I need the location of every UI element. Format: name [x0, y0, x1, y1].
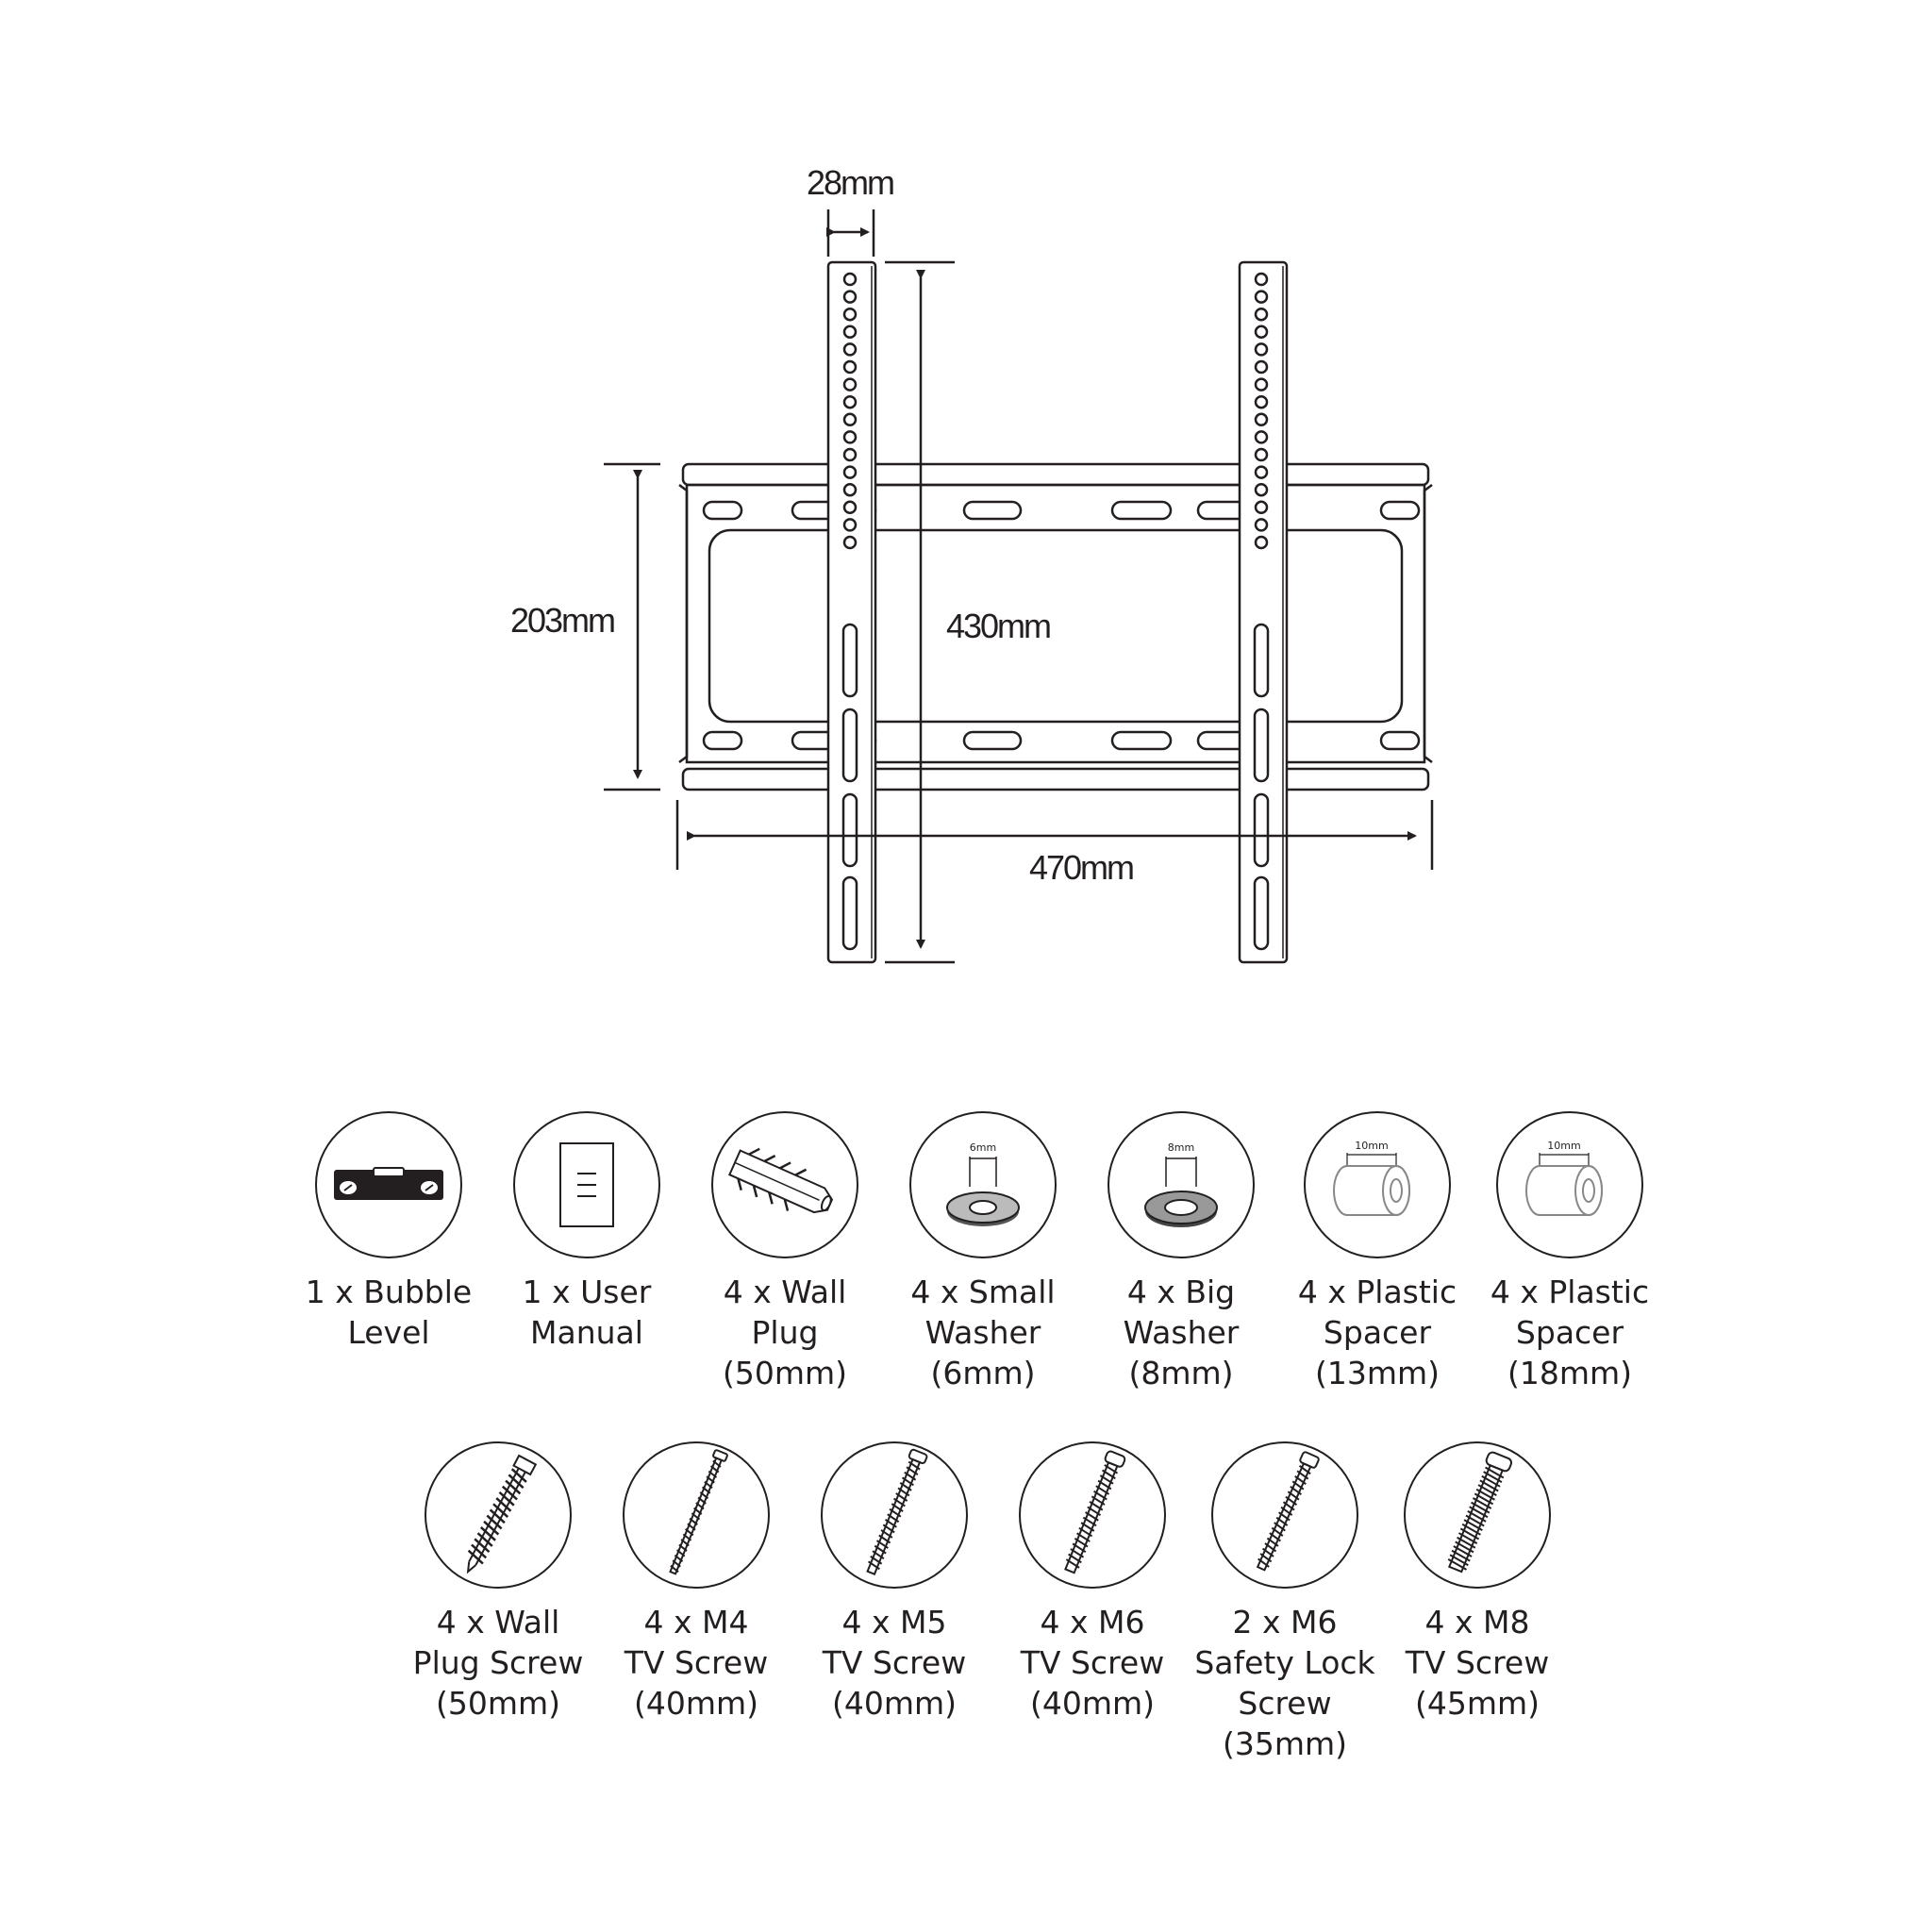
left-vertical-bracket: [826, 260, 877, 964]
frame-height-dimension: [604, 462, 660, 791]
plastic-spacer-18-icon: 10mm: [1496, 1111, 1643, 1258]
m8-tv-screw-label: 4 x M8 TV Screw (45mm): [1405, 1604, 1550, 1722]
wall-plug-label: 4 x Wall Plug (50mm): [722, 1274, 848, 1391]
bracket-slot: [1253, 708, 1270, 783]
bracket-hole: [842, 377, 858, 391]
safety-lock-screw-icon: [1211, 1441, 1358, 1589]
bracket-hole: [1254, 518, 1269, 532]
m6-tv-screw-icon: [1019, 1441, 1166, 1589]
plate-slot: [1379, 730, 1421, 751]
bracket-hole: [842, 325, 858, 340]
bracket-hole: [1254, 377, 1269, 391]
bracket-hole: [1254, 412, 1269, 427]
user-manual-label: 1 x User Manual: [522, 1274, 652, 1351]
bracket-hole: [1254, 272, 1269, 287]
bracket-holes: [1253, 272, 1270, 951]
bracket-hole: [842, 359, 858, 375]
small-washer-icon: 6mm: [909, 1111, 1057, 1258]
bracket-hole: [842, 447, 858, 462]
bracket-hole: [1254, 325, 1269, 340]
m6-tv-screw-label: 4 x M6 TV Screw (40mm): [1020, 1604, 1165, 1722]
bracket-hole: [1254, 482, 1269, 497]
user-manual-icon: [513, 1111, 660, 1258]
spacer-18-size-label: 10mm: [1547, 1140, 1580, 1152]
plastic-spacer-18-label: 4 x Plastic Spacer (18mm): [1490, 1274, 1650, 1391]
bracket-hole: [842, 290, 858, 304]
frame-width-label: 470mm: [1029, 848, 1133, 887]
bracket-slot: [841, 708, 858, 783]
bracket-hole: [1254, 447, 1269, 462]
frame-height-label: 203mm: [510, 601, 614, 640]
wall-plug-icon: [711, 1111, 858, 1258]
plate-slot: [702, 500, 743, 521]
big-washer-icon: 8mm: [1108, 1111, 1255, 1258]
bracket-hole: [842, 272, 858, 287]
plate-slot: [702, 730, 743, 751]
wall-plate: [678, 462, 1433, 791]
bracket-hole: [842, 500, 858, 515]
small-washer-label: 4 x Small Washer (6mm): [910, 1274, 1056, 1391]
m5-tv-screw-icon: [821, 1441, 968, 1589]
big-washer-label: 4 x Big Washer (8mm): [1123, 1274, 1240, 1391]
bracket-hole: [842, 535, 858, 550]
bracket-hole: [842, 482, 858, 497]
bracket-hole: [842, 342, 858, 357]
bracket-slot: [841, 792, 858, 868]
wall-plug-screw-label: 4 x Wall Plug Screw (50mm): [412, 1604, 584, 1722]
bracket-width-label: 28mm: [807, 163, 893, 202]
bracket-slot: [841, 875, 858, 951]
small-washer-size-label: 6mm: [970, 1141, 996, 1154]
bracket-hole: [1254, 465, 1269, 479]
m5-tv-screw-label: 4 x M5 TV Screw (40mm): [822, 1604, 967, 1722]
m4-tv-screw-icon: [623, 1441, 770, 1589]
safety-lock-screw-label: 2 x M6 Safety Lock Screw (35mm): [1194, 1604, 1375, 1762]
m8-tv-screw-icon: [1404, 1441, 1551, 1589]
plate-slot: [1110, 730, 1173, 751]
frame-width-dimension: [675, 800, 1434, 870]
bracket-slot: [1253, 875, 1270, 951]
bubble-level-label: 1 x Bubble Level: [305, 1274, 473, 1351]
big-washer-size-label: 8mm: [1168, 1141, 1194, 1154]
wall-plug-screw-icon: [425, 1441, 572, 1589]
bracket-slot: [841, 623, 858, 698]
spacer-13-size-label: 10mm: [1355, 1140, 1388, 1152]
bracket-width-dimension: [826, 209, 875, 257]
bracket-hole: [842, 394, 858, 409]
plate-slot: [962, 500, 1023, 521]
bracket-hole: [1254, 307, 1269, 322]
bubble-level-icon: [315, 1111, 462, 1258]
bracket-hole: [1254, 430, 1269, 444]
bracket-hole: [1254, 342, 1269, 357]
bracket-hole: [842, 430, 858, 444]
bracket-hole: [842, 307, 858, 322]
bracket-hole: [1254, 290, 1269, 304]
bracket-slot: [1253, 623, 1270, 698]
bracket-length-label: 430mm: [946, 607, 1050, 645]
bracket-hole: [842, 465, 858, 479]
bracket-hole: [1254, 500, 1269, 515]
bracket-slot: [1253, 792, 1270, 868]
bracket-hole: [1254, 359, 1269, 375]
bracket-hole: [842, 518, 858, 532]
m4-tv-screw-label: 4 x M4 TV Screw (40mm): [624, 1604, 769, 1722]
bracket-hole: [1254, 394, 1269, 409]
plate-slot: [962, 730, 1023, 751]
plastic-spacer-13-icon: 10mm: [1304, 1111, 1451, 1258]
plate-slot: [1379, 500, 1421, 521]
wall-plate-slots: [702, 500, 1421, 751]
plate-slot: [1110, 500, 1173, 521]
plastic-spacer-13-label: 4 x Plastic Spacer (13mm): [1297, 1274, 1457, 1391]
bracket-hole: [1254, 535, 1269, 550]
bracket-hole: [842, 412, 858, 427]
bracket-length-dimension: [885, 260, 955, 964]
right-vertical-bracket: [1238, 260, 1289, 964]
bracket-holes: [841, 272, 858, 951]
